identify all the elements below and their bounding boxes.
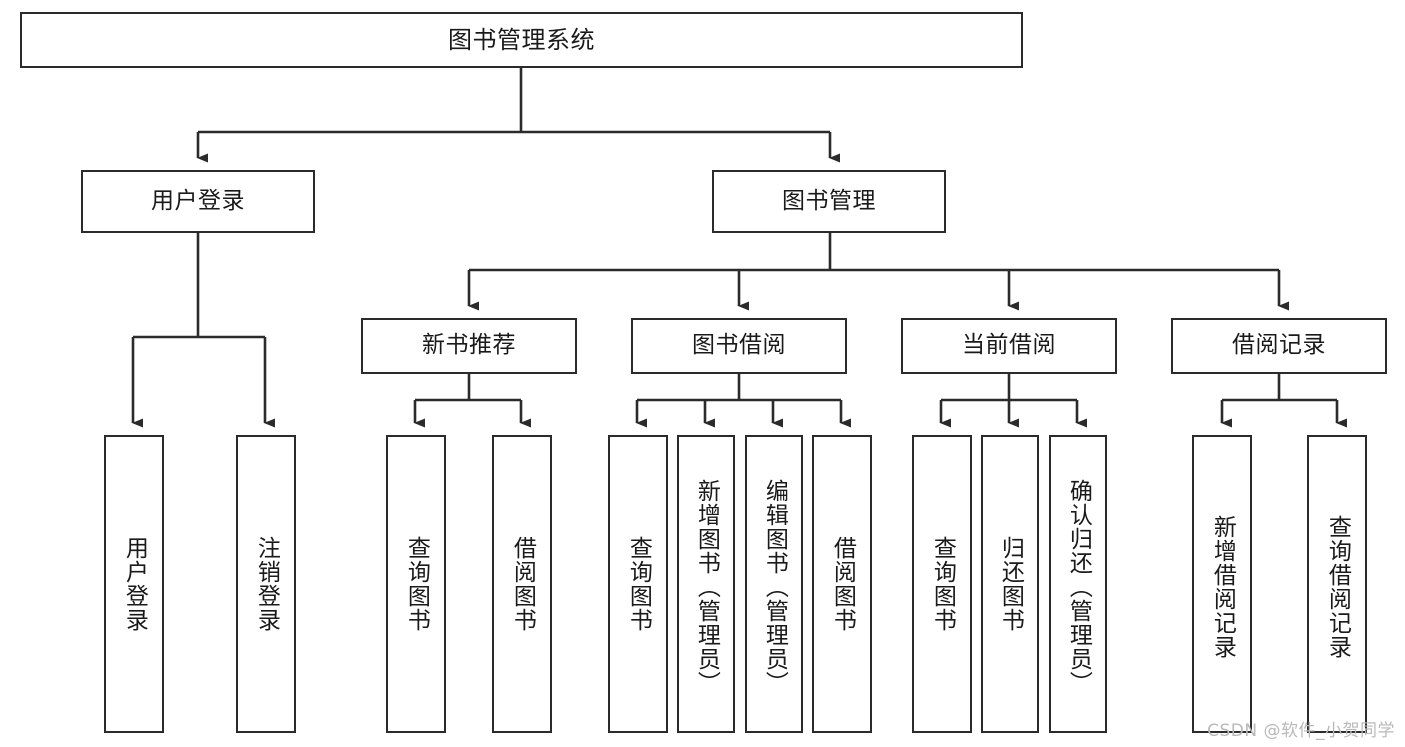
node-label: 查询借阅记录 (1324, 515, 1351, 659)
leaf-current-borrow-2[interactable]: 确认归还（管理员） (1049, 435, 1107, 733)
leaf-borrow-record-1[interactable]: 查询借阅记录 (1307, 435, 1367, 733)
node-label: 借阅图书 (829, 536, 856, 632)
node-borrow-record[interactable]: 借阅记录 (1171, 318, 1387, 374)
node-label: 新书推荐 (422, 332, 516, 359)
leaf-borrow-record-0[interactable]: 新增借阅记录 (1192, 435, 1252, 733)
node-label: 图书管理系统 (448, 25, 595, 54)
leaf-user-login-1[interactable]: 注销登录 (236, 435, 296, 733)
node-new-book-recommend[interactable]: 新书推荐 (361, 318, 577, 374)
node-label: 新增图书（管理员） (693, 479, 720, 695)
node-label: 当前借阅 (962, 332, 1056, 359)
node-label: 编辑图书（管理员） (761, 479, 788, 695)
node-book-borrow[interactable]: 图书借阅 (631, 318, 847, 374)
node-label: 借阅记录 (1232, 332, 1326, 359)
leaf-new-book-0[interactable]: 查询图书 (386, 435, 446, 733)
node-label: 查询图书 (403, 536, 430, 632)
leaf-book-borrow-3[interactable]: 借阅图书 (812, 435, 872, 733)
node-user-login[interactable]: 用户登录 (81, 170, 315, 233)
node-label: 归还图书 (997, 536, 1024, 632)
node-label: 查询图书 (625, 536, 652, 632)
leaf-current-borrow-1[interactable]: 归还图书 (981, 435, 1039, 733)
leaf-book-borrow-0[interactable]: 查询图书 (608, 435, 668, 733)
node-book-management[interactable]: 图书管理 (712, 170, 946, 233)
leaf-new-book-1[interactable]: 借阅图书 (492, 435, 552, 733)
leaf-book-borrow-1[interactable]: 新增图书（管理员） (677, 435, 735, 733)
node-label: 图书管理 (782, 187, 876, 214)
leaf-current-borrow-0[interactable]: 查询图书 (912, 435, 972, 733)
node-label: 用户登录 (121, 536, 148, 632)
node-label: 图书借阅 (692, 332, 786, 359)
watermark-text: CSDN @软件_小贺同学 (1207, 721, 1395, 741)
node-label: 查询图书 (929, 536, 956, 632)
node-label: 新增借阅记录 (1209, 515, 1236, 659)
node-label: 确认归还（管理员） (1065, 479, 1092, 695)
node-label: 借阅图书 (509, 536, 536, 632)
node-root-system[interactable]: 图书管理系统 (20, 12, 1023, 68)
leaf-book-borrow-2[interactable]: 编辑图书（管理员） (745, 435, 803, 733)
node-label: 用户登录 (151, 187, 245, 214)
node-current-borrow[interactable]: 当前借阅 (901, 318, 1117, 374)
leaf-user-login-0[interactable]: 用户登录 (104, 435, 164, 733)
node-label: 注销登录 (253, 536, 280, 632)
